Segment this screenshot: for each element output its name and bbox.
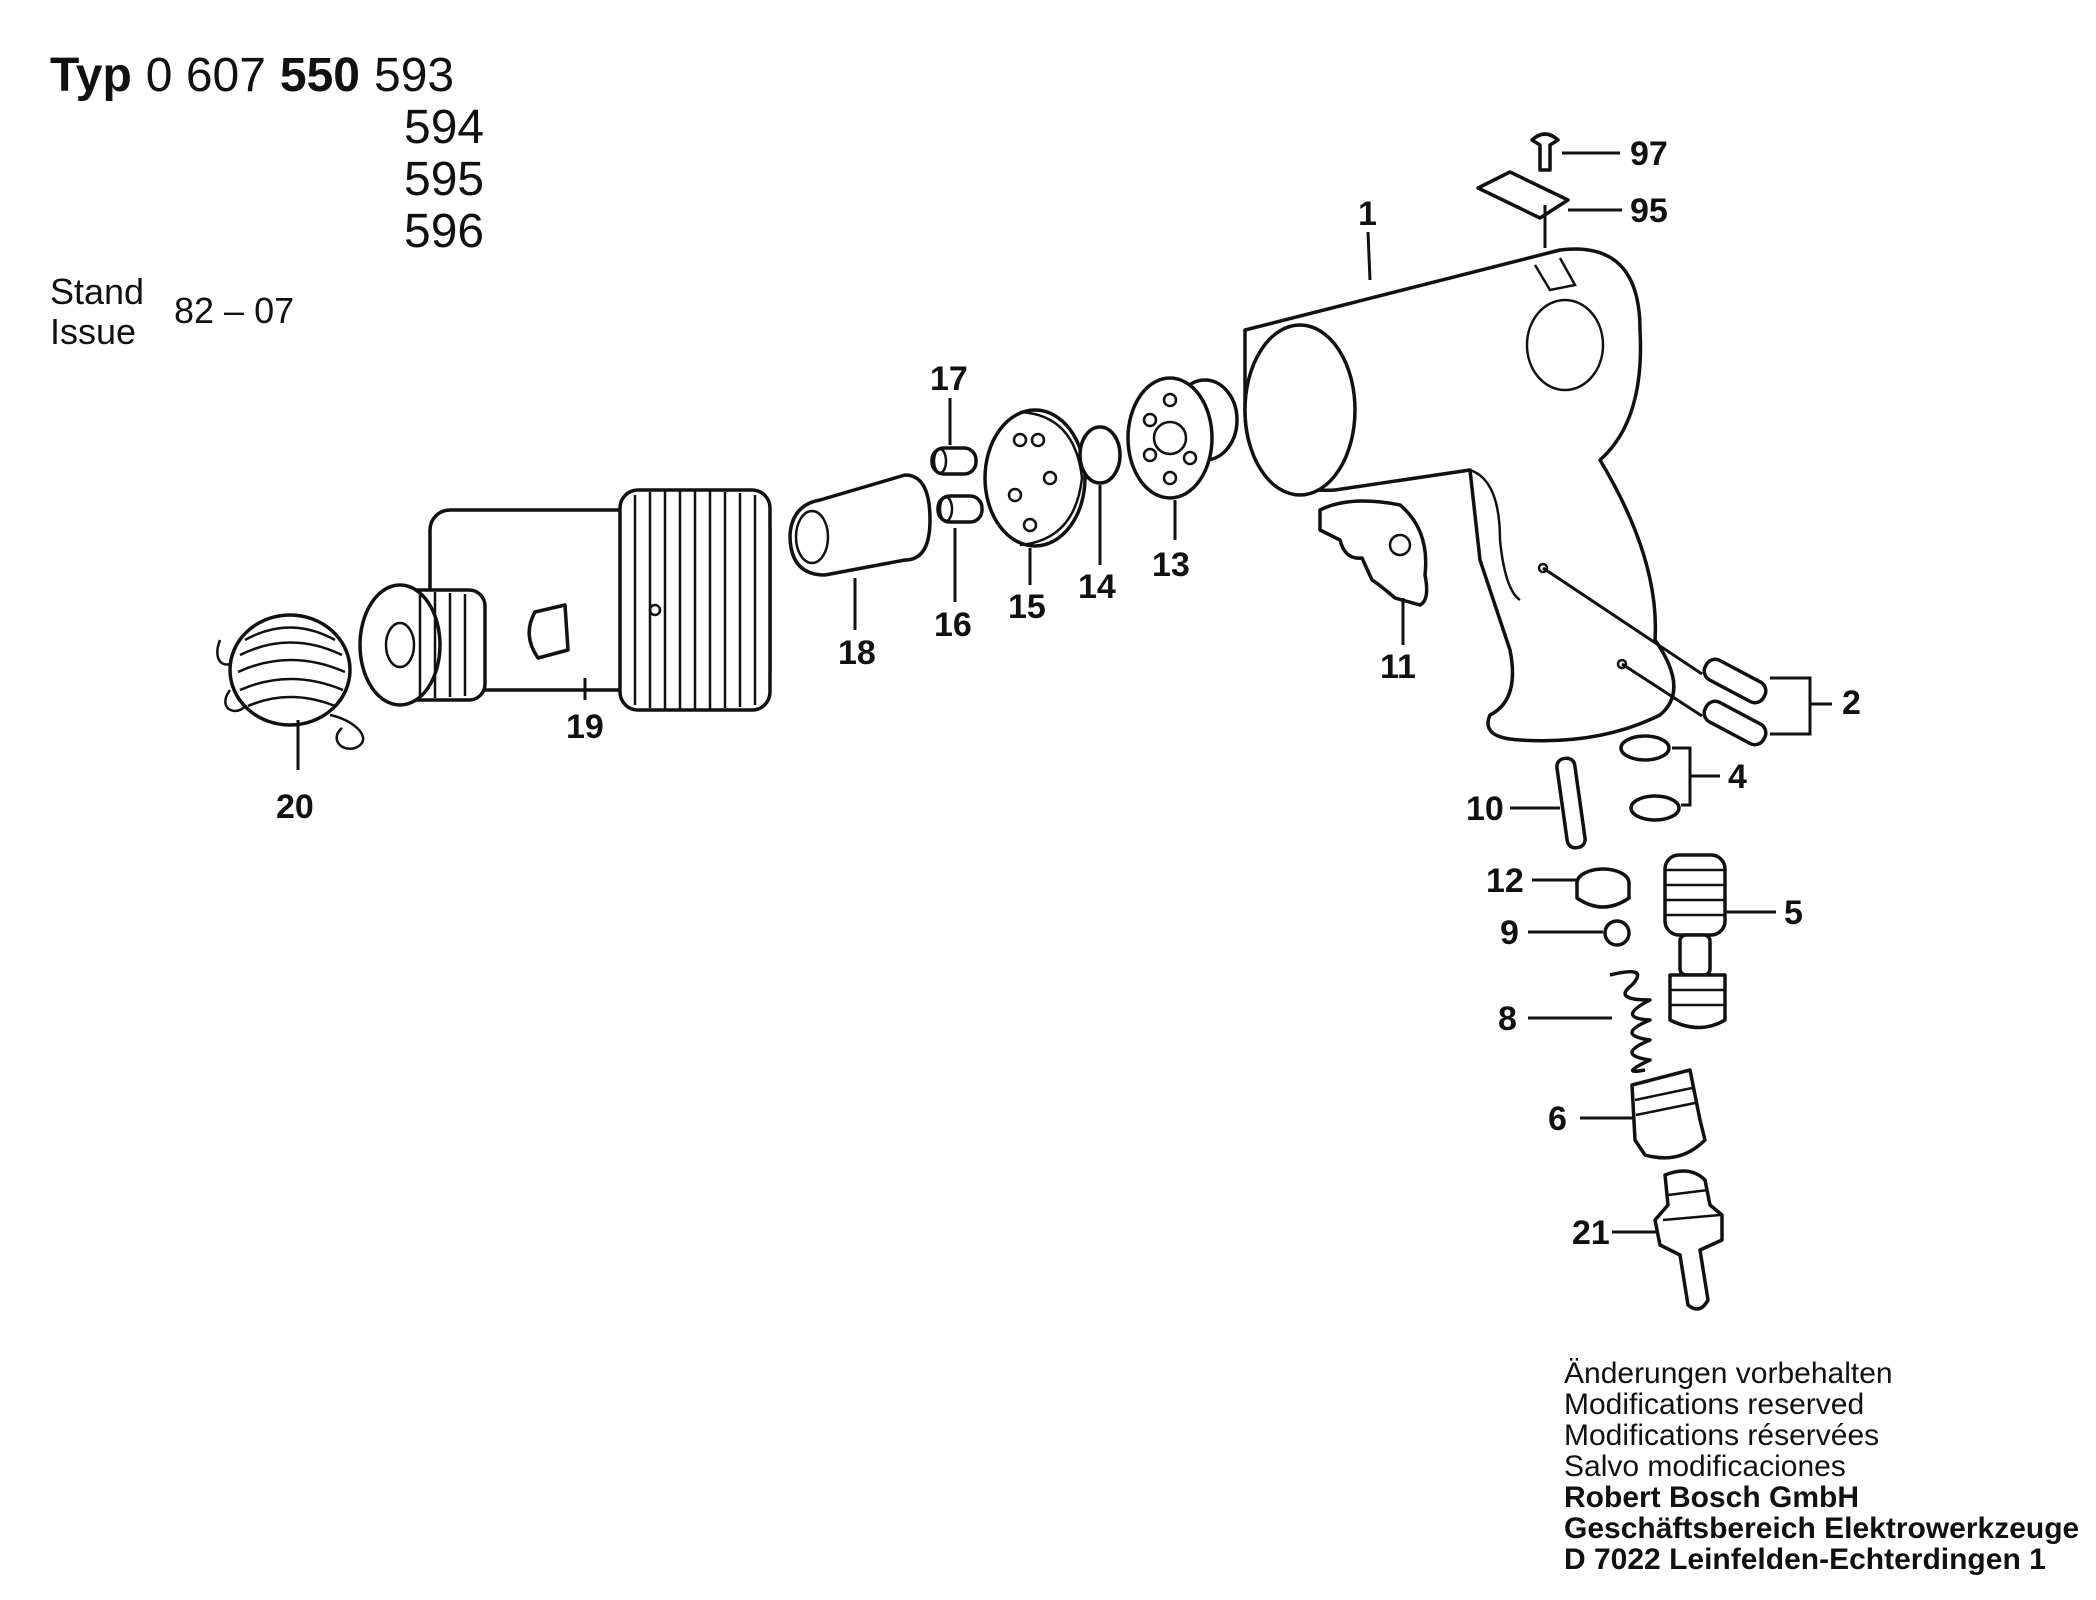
variant-2: 594 — [404, 101, 485, 154]
part-10-rod — [1555, 756, 1587, 850]
leader-lines — [296, 151, 1832, 1234]
callout-16: 16 — [934, 606, 972, 644]
callout-4: 4 — [1728, 758, 1747, 796]
part-20-spring-clip — [216, 613, 365, 750]
callout-18: 18 — [838, 634, 876, 672]
issue-label: Issue — [50, 311, 137, 352]
callout-19: 19 — [566, 708, 604, 746]
company-name: Robert Bosch GmbH — [1564, 1481, 1860, 1514]
variant-3: 595 — [404, 153, 485, 206]
number-group: 550 — [279, 49, 360, 102]
company-address: D 7022 Leinfelden-Echterdingen 1 — [1564, 1543, 2046, 1576]
callout-8: 8 — [1498, 1000, 1517, 1038]
part-6-nut — [1630, 1068, 1707, 1160]
callout-20: 20 — [276, 788, 314, 826]
company-division: Geschäftsbereich Elektrowerkzeuge — [1564, 1512, 2080, 1545]
part-15-valve-disc — [983, 408, 1087, 548]
part-13-flange — [1126, 376, 1239, 500]
part-17-pin — [930, 446, 978, 476]
part-16-pin — [936, 494, 984, 524]
callout-11: 11 — [1380, 648, 1416, 686]
callout-2: 2 — [1842, 684, 1861, 722]
part-8-spring — [1609, 969, 1652, 1073]
variant-1: 593 — [374, 49, 455, 102]
callout-12: 12 — [1486, 862, 1524, 900]
part-2-pins — [1702, 657, 1768, 747]
note-en: Modifications reserved — [1564, 1388, 1865, 1421]
part-12-bushing — [1575, 867, 1631, 909]
part-18-piston — [788, 473, 932, 577]
note-de: Änderungen vorbehalten — [1564, 1357, 1893, 1390]
part-4-orings — [1619, 734, 1681, 822]
callout-95: 95 — [1630, 192, 1668, 230]
callout-9: 9 — [1500, 914, 1519, 952]
part-14-ring — [1078, 425, 1122, 485]
callout-15: 15 — [1008, 588, 1046, 626]
part-5-valve-body — [1663, 853, 1727, 1030]
note-es: Salvo modificaciones — [1564, 1450, 1846, 1483]
callout-97: 97 — [1630, 135, 1668, 173]
footer-notes: Änderungen vorbehalten Modifications res… — [1564, 1358, 2079, 1575]
part-11-trigger — [1318, 499, 1429, 607]
part-1-housing — [1243, 247, 1676, 743]
number-prefix: 0 607 — [145, 49, 266, 102]
callout-21: 21 — [1572, 1214, 1610, 1252]
callout-14: 14 — [1078, 568, 1116, 606]
stand-issue-label: Stand Issue — [50, 272, 144, 352]
callout-17: 17 — [930, 360, 968, 398]
typ-label: Typ — [50, 49, 132, 102]
part-19-barrel — [358, 488, 772, 712]
note-fr: Modifications réservées — [1564, 1419, 1880, 1452]
part-9-ball — [1603, 919, 1631, 947]
callout-1: 1 — [1358, 195, 1377, 233]
issue-value: 82 – 07 — [174, 290, 295, 331]
part-21-hose-nipple — [1653, 1169, 1724, 1311]
stand-label: Stand — [50, 271, 145, 312]
part-95-plate — [1476, 170, 1570, 220]
callout-6: 6 — [1548, 1100, 1567, 1138]
callout-5: 5 — [1784, 894, 1803, 932]
part-97-screw — [1530, 132, 1560, 172]
variant-4: 596 — [404, 205, 485, 258]
callout-13: 13 — [1152, 546, 1190, 584]
callout-10: 10 — [1466, 790, 1504, 828]
callout-numbers: 1 2 4 5 6 8 9 10 11 12 13 14 15 16 17 18… — [276, 135, 1861, 1252]
